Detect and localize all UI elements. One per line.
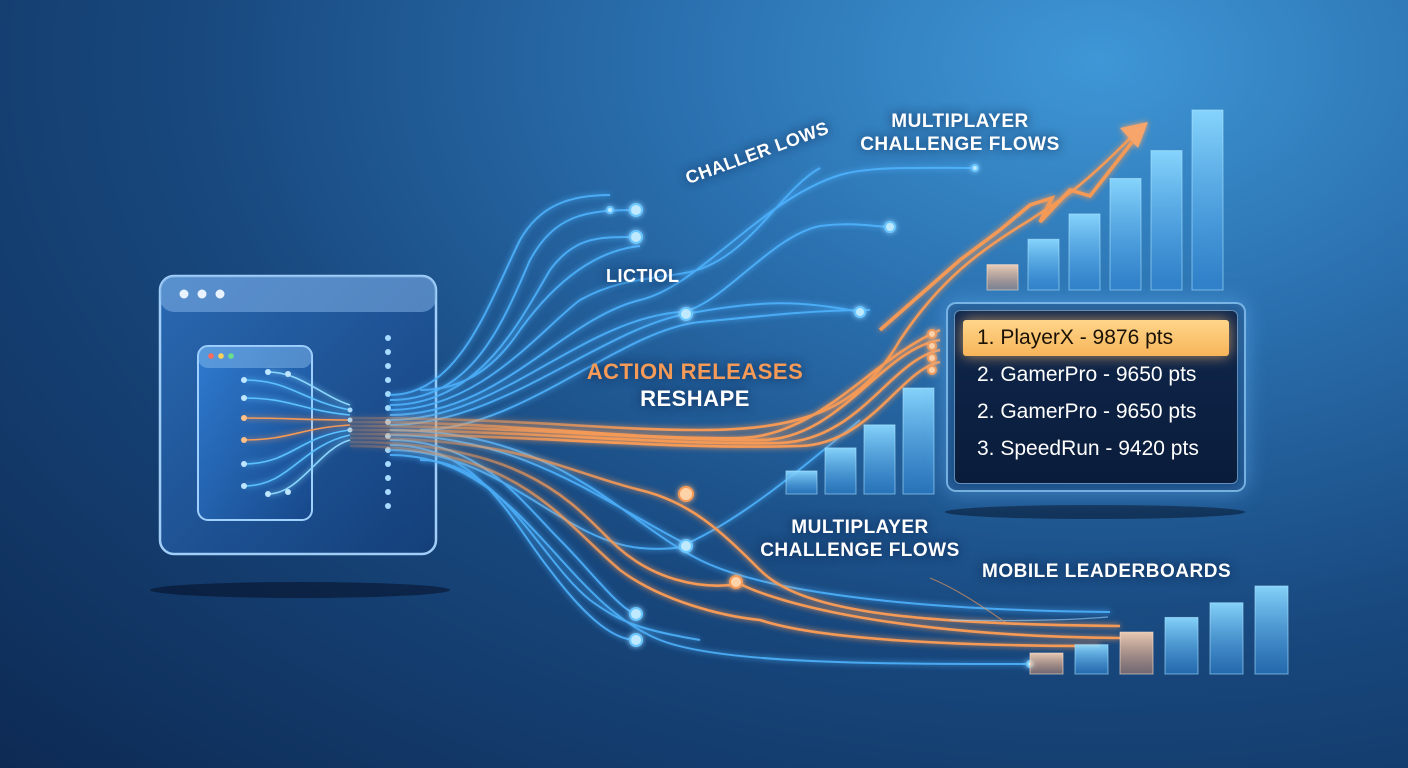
browser-window-icon: [158, 274, 438, 556]
flow-node-icon: [385, 349, 391, 355]
bar-chart-bottom: [1029, 585, 1289, 675]
flow-node-icon: [927, 353, 937, 363]
window-min-dot-icon: [218, 353, 224, 359]
flow-node-icon: [385, 335, 391, 341]
flow-node-icon: [285, 489, 291, 495]
flow-node-icon: [971, 164, 979, 172]
leaderboard-list: 1. PlayerX - 9876 pts 2. GamerPro - 9650…: [954, 310, 1238, 484]
flow-node-icon: [385, 503, 391, 509]
flow-node-icon: [927, 329, 937, 339]
multiplayer-flows-label-top: MULTIPLAYER CHALLENGE FLOWS: [830, 110, 1090, 156]
blue-flow-lines-upper: [389, 166, 976, 431]
chart-bar: [863, 424, 896, 495]
window-dot-icon: [179, 289, 189, 299]
flow-node-icon: [884, 221, 896, 233]
flow-node-icon: [285, 371, 291, 377]
mobile-leaderboards-label: MOBILE LEADERBOARDS: [982, 561, 1232, 582]
window-max-dot-icon: [228, 353, 234, 359]
flow-node-icon: [385, 391, 391, 397]
leaderboard-row-text: 2. GamerPro - 9650 pts: [977, 363, 1197, 386]
window-dot-icon: [197, 289, 207, 299]
flow-node-icon: [854, 306, 866, 318]
flow-node-icon: [385, 363, 391, 369]
flow-node-icon: [629, 607, 643, 621]
chart-bar: [1209, 602, 1244, 675]
chart-bar: [1254, 585, 1289, 675]
flow-node-icon: [729, 575, 743, 589]
orange-flow-lines: [349, 127, 1141, 648]
action-releases-label: ACTION RELEASES RESHAPE: [575, 358, 815, 412]
action-line1: ACTION RELEASES: [586, 359, 804, 384]
multiplayer-flows-label-bottom: MULTIPLAYER CHALLENGE FLOWS: [735, 516, 985, 562]
panel-shadow: [945, 505, 1245, 519]
flow-node-icon: [629, 633, 643, 647]
multiplayer-top-line1: MULTIPLAYER: [891, 111, 1029, 132]
flow-node-icon: [679, 307, 693, 321]
flow-node-icon: [385, 461, 391, 467]
chart-bar: [1027, 238, 1060, 291]
flow-node-icon: [927, 365, 937, 375]
multiplayer-bottom-line2: CHALLENGE FLOWS: [760, 540, 960, 561]
flow-node-icon: [385, 377, 391, 383]
chart-bar: [785, 470, 818, 495]
flow-node-icon: [241, 461, 247, 467]
leaderboard-row-text: 1. PlayerX - 9876 pts: [977, 326, 1174, 349]
inner-flow-lines: [243, 371, 351, 495]
inner-nodes: [241, 369, 291, 497]
decorative-streaks: [929, 577, 1109, 625]
flow-node-icon: [629, 230, 643, 244]
chart-bar: [902, 387, 935, 495]
chart-bar: [1109, 177, 1142, 291]
flow-node-icon: [241, 437, 247, 443]
flow-node-icon: [241, 377, 247, 383]
leaderboard-row: 2. GamerPro - 9650 pts: [963, 394, 1229, 430]
flow-node-icon: [347, 407, 353, 413]
trend-arrow-icon: [878, 122, 1148, 332]
flow-node-icon: [606, 206, 614, 214]
flow-node-icon: [241, 415, 247, 421]
leaderboard-panel: 1. PlayerX - 9876 pts 2. GamerPro - 9650…: [946, 302, 1246, 492]
window-dot-icon: [215, 289, 225, 299]
leaderboard-row: 2. GamerPro - 9650 pts: [963, 357, 1229, 393]
bar-chart-top-right: [986, 109, 1224, 291]
chart-bar: [1191, 109, 1224, 291]
chart-bar: [1164, 616, 1199, 675]
chart-bar: [824, 447, 857, 495]
flow-node-icon: [241, 395, 247, 401]
chart-bar: [1074, 644, 1109, 675]
bar-chart-middle: [785, 387, 935, 495]
leaderboard-row-text: 3. SpeedRun - 9420 pts: [977, 437, 1199, 460]
flow-node-icon: [385, 489, 391, 495]
multiplayer-bottom-line1: MULTIPLAYER: [791, 517, 929, 538]
flow-nodes: [606, 164, 1034, 668]
garbled-left-label: LICTIOL: [606, 266, 680, 286]
chart-bar: [1068, 213, 1101, 291]
window-shadow: [150, 582, 450, 598]
flow-node-icon: [629, 203, 643, 217]
chart-bar: [1150, 150, 1183, 291]
leaderboard-row: 3. SpeedRun - 9420 pts: [963, 431, 1229, 467]
chart-bar: [1029, 652, 1064, 675]
multiplayer-top-line2: CHALLENGE FLOWS: [860, 134, 1060, 155]
flow-node-icon: [678, 486, 694, 502]
leaderboard-row: 1. PlayerX - 9876 pts: [963, 320, 1229, 356]
flow-node-icon: [385, 475, 391, 481]
chart-bar: [1119, 631, 1154, 675]
leaderboard-row-text: 2. GamerPro - 9650 pts: [977, 400, 1197, 423]
flow-node-icon: [927, 341, 937, 351]
chart-bar: [986, 264, 1019, 291]
flow-node-icon: [265, 369, 271, 375]
flow-node-icon: [385, 405, 391, 411]
window-close-dot-icon: [208, 353, 214, 359]
action-line2: RESHAPE: [640, 386, 750, 411]
flow-node-icon: [241, 483, 247, 489]
flow-node-icon: [679, 539, 693, 553]
flow-node-icon: [265, 491, 271, 497]
